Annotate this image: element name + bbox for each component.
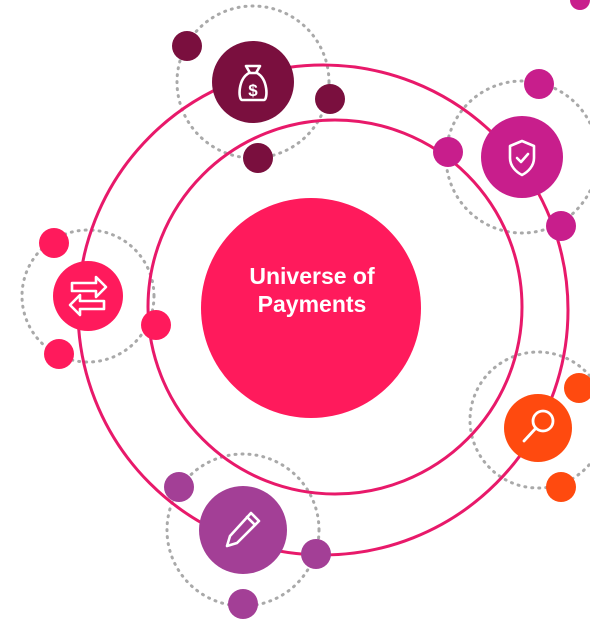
inner-ring	[146, 118, 524, 496]
node-shield-circle	[481, 116, 563, 198]
pencil-icon	[225, 511, 261, 548]
magnifier-icon	[522, 409, 555, 443]
node-exchange	[53, 261, 123, 331]
node-money-bag: $	[212, 41, 294, 123]
node-exchange-circle	[53, 261, 123, 331]
shield-check-icon	[508, 139, 536, 177]
arrows-exchange-icon	[68, 275, 108, 317]
node-search-circle	[504, 394, 572, 462]
dot-shield-1	[524, 69, 554, 99]
center-label-line1: Universe of	[249, 263, 375, 289]
dot-money-1	[172, 31, 202, 61]
node-money-bag-circle	[212, 41, 294, 123]
dot-shield-2	[433, 137, 463, 167]
dot-search-2	[546, 472, 576, 502]
dot-exchange-3	[44, 339, 74, 369]
dot-exchange-1	[39, 228, 69, 258]
dot-edit-3	[228, 589, 258, 619]
node-shield	[481, 116, 563, 198]
dotted-orbit-search	[468, 350, 590, 490]
satellite-dots	[39, 31, 590, 619]
dot-edit-1	[164, 472, 194, 502]
node-search	[504, 394, 572, 462]
money-bag-icon: $	[238, 64, 268, 102]
center-circle	[201, 198, 421, 418]
dot-search-1	[564, 373, 590, 403]
center-label-line2: Payments	[257, 291, 367, 317]
node-edit	[199, 486, 287, 574]
node-edit-circle	[199, 486, 287, 574]
dot-exchange-2	[141, 310, 171, 340]
dot-shield-3	[546, 211, 576, 241]
dotted-orbit-exchange	[20, 228, 156, 364]
svg-text:$: $	[248, 81, 258, 100]
center-label: Universe of Payments	[212, 262, 412, 318]
dot-edit-2	[301, 539, 331, 569]
dot-money-3	[243, 143, 273, 173]
dot-money-2	[315, 84, 345, 114]
corner-dot	[570, 0, 590, 10]
